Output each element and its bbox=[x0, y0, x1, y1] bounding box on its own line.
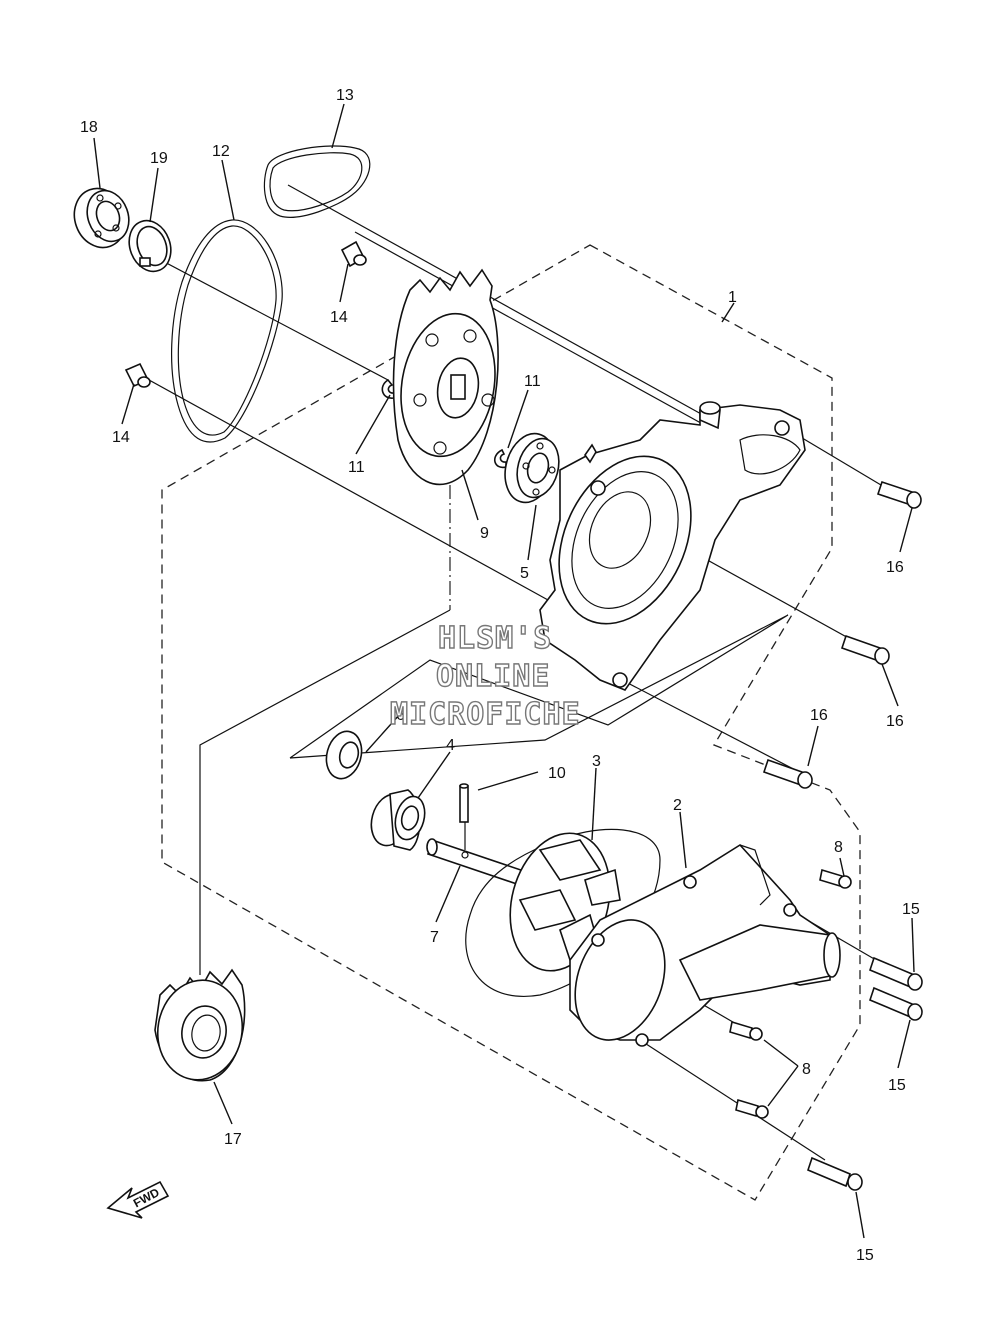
cover-1 bbox=[539, 401, 806, 691]
callout-9: 9 bbox=[480, 525, 489, 542]
watermark-line-1: HLSM'S bbox=[438, 621, 552, 656]
mechanical-seal-4 bbox=[370, 789, 426, 851]
callout-8-a: 8 bbox=[834, 839, 843, 856]
dowel-pin-14-b bbox=[124, 362, 151, 388]
bolt-15-a bbox=[869, 956, 923, 991]
callout-18: 18 bbox=[80, 119, 98, 136]
bearing-18 bbox=[73, 187, 130, 249]
callout-1: 1 bbox=[728, 289, 737, 306]
bolt-16-a bbox=[876, 480, 922, 509]
callout-19: 19 bbox=[150, 150, 168, 167]
gasket-13 bbox=[263, 145, 371, 218]
screw-8-c bbox=[735, 1098, 769, 1119]
o-ring-12 bbox=[171, 219, 283, 443]
callout-14-b: 14 bbox=[112, 429, 130, 446]
callout-15-b: 15 bbox=[888, 1077, 906, 1094]
callout-16-c: 16 bbox=[810, 707, 828, 724]
circlip-11-a bbox=[381, 378, 395, 399]
cover-assembly-outline bbox=[161, 244, 861, 1201]
callout-17: 17 bbox=[224, 1131, 242, 1148]
callout-5: 5 bbox=[520, 565, 529, 582]
callout-12: 12 bbox=[212, 143, 230, 160]
gear-9 bbox=[392, 268, 499, 486]
callout-11-a: 11 bbox=[348, 459, 365, 476]
callout-16-a: 16 bbox=[886, 559, 904, 576]
bolt-15-b bbox=[869, 986, 923, 1021]
callout-15-a: 15 bbox=[902, 901, 920, 918]
circlip-19 bbox=[128, 219, 172, 273]
watermark: HLSM'S ONLINE MICROFICHE bbox=[389, 620, 581, 732]
callout-4: 4 bbox=[446, 737, 455, 754]
callout-3: 3 bbox=[592, 753, 601, 770]
callout-10: 10 bbox=[548, 765, 566, 782]
bolt-16-b bbox=[840, 634, 890, 665]
callout-6: 6 bbox=[396, 707, 405, 724]
callout-7: 7 bbox=[430, 929, 439, 946]
fwd-arrow-icon: FWD bbox=[106, 1180, 170, 1219]
o-ring-3 bbox=[465, 828, 661, 997]
callout-labels: 1 2 3 4 5 6 7 8 8 9 10 11 11 12 13 14 14… bbox=[80, 87, 920, 1264]
pump-housing-2 bbox=[569, 843, 841, 1047]
dowel-pin-14-a bbox=[340, 240, 367, 268]
callout-8-b: 8 bbox=[802, 1061, 811, 1078]
oil-seal-6 bbox=[325, 730, 363, 780]
callout-13: 13 bbox=[336, 87, 354, 104]
pin-10 bbox=[459, 783, 469, 823]
callout-11-b: 11 bbox=[524, 373, 541, 390]
bolt-15-c bbox=[807, 1156, 863, 1191]
callout-15-c: 15 bbox=[856, 1247, 874, 1264]
watermark-line-3: MICROFICHE bbox=[390, 697, 581, 732]
bolt-16-c bbox=[762, 758, 813, 789]
gear-17 bbox=[154, 968, 246, 1082]
screw-8-b bbox=[729, 1020, 763, 1041]
callout-2: 2 bbox=[673, 797, 682, 814]
callout-14-a: 14 bbox=[330, 309, 348, 326]
pump-subassembly-outline bbox=[289, 614, 789, 759]
screw-8-a bbox=[819, 868, 852, 889]
circlip-11-b bbox=[494, 448, 507, 469]
bearing-5 bbox=[504, 432, 560, 504]
callout-16-b: 16 bbox=[886, 713, 904, 730]
leader-lines bbox=[93, 103, 915, 1239]
watermark-line-2: ONLINE bbox=[436, 659, 550, 694]
